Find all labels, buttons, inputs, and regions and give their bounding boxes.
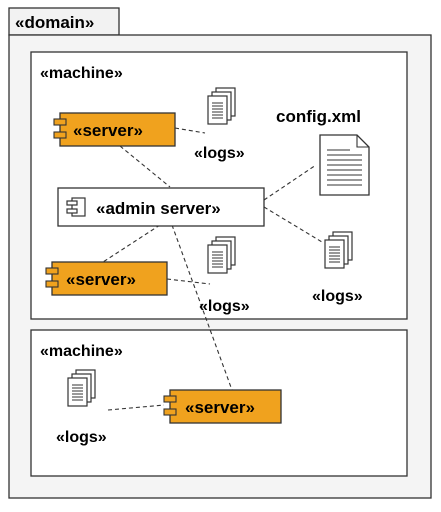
domain-label: «domain» xyxy=(15,13,94,32)
admin-server-label: «admin server» xyxy=(96,199,221,218)
machine-label: «machine» xyxy=(40,65,123,82)
domain-tab xyxy=(8,7,120,36)
server-label: «server» xyxy=(73,121,143,140)
logs-label: «logs» xyxy=(56,429,107,446)
connector-admin-logs3 xyxy=(263,206,323,243)
document-stack-icon xyxy=(207,87,236,125)
server-component-1: «server» xyxy=(53,112,176,147)
server-label: «server» xyxy=(66,270,136,289)
logs-label: «logs» xyxy=(194,145,245,162)
document-stack-icon xyxy=(67,369,96,407)
config-artifact: config.xml xyxy=(276,107,370,196)
logs-label: «logs» xyxy=(312,288,363,305)
connector-server1-admin xyxy=(119,145,171,188)
connector-server2-logs2 xyxy=(166,278,211,285)
logs-artifact-2: «logs» xyxy=(199,236,250,315)
connector-admin-server3 xyxy=(171,224,233,391)
server-label: «server» xyxy=(185,398,255,417)
config-label: config.xml xyxy=(276,107,361,126)
document-stack-icon xyxy=(207,236,236,274)
connector-admin-server2 xyxy=(99,224,161,265)
machine-label: «machine» xyxy=(40,343,123,360)
dependency-connectors xyxy=(99,127,323,411)
connector-admin-config xyxy=(263,164,317,201)
document-stack-icon xyxy=(324,231,353,269)
logs-artifact-3: «logs» xyxy=(312,231,363,305)
document-icon xyxy=(319,134,370,196)
logs-label: «logs» xyxy=(199,298,250,315)
logs-artifact-4: «logs» xyxy=(56,369,107,446)
admin-server-component: «admin server» xyxy=(57,187,265,227)
logs-artifact-1: «logs» xyxy=(194,87,245,162)
server-component-2: «server» xyxy=(45,261,168,296)
server-component-3: «server» xyxy=(163,389,282,424)
connector-server1-logs1 xyxy=(174,127,206,134)
connector-logs4-server3 xyxy=(107,404,165,411)
